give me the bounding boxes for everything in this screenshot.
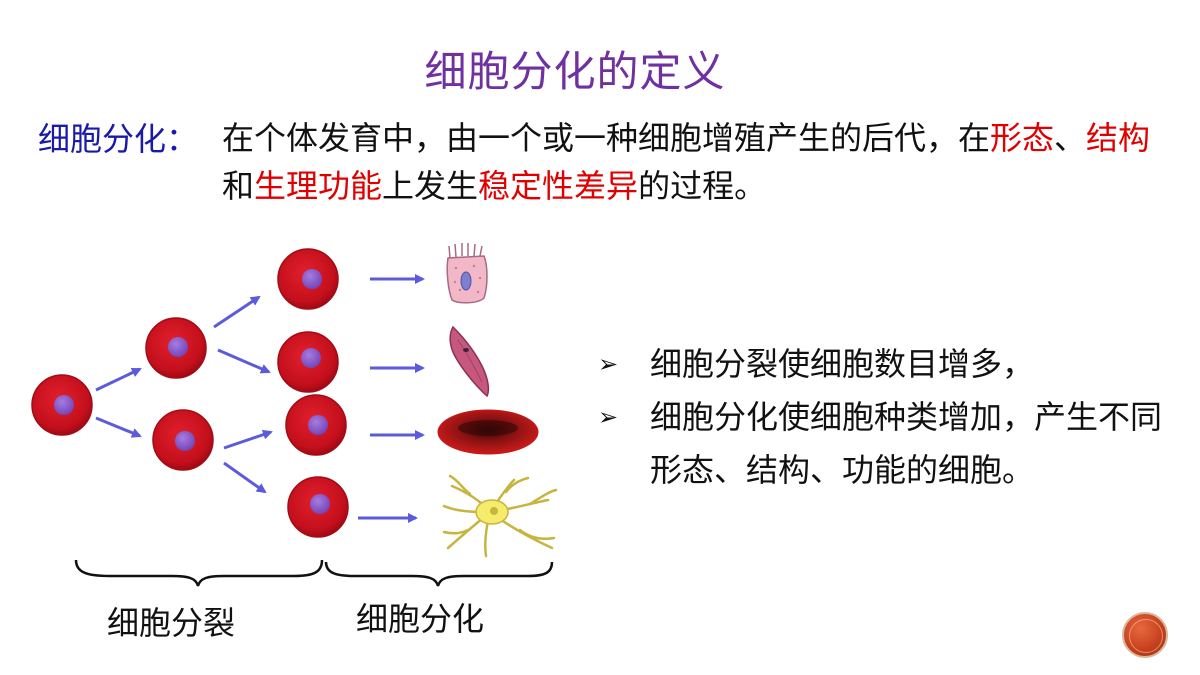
arrowhead-bullet-icon: ➢	[598, 350, 619, 378]
epithelial-cell-icon	[446, 243, 488, 304]
definition-part: 和	[222, 167, 255, 205]
arrow-icon	[217, 348, 271, 374]
arrow-icon	[223, 461, 267, 494]
nucleus-icon	[168, 337, 188, 357]
definition-part: 的过程。	[638, 167, 767, 205]
cell-stage-2-lower	[152, 409, 214, 471]
slide-title: 细胞分化的定义	[424, 47, 726, 96]
neuron-body	[475, 499, 509, 525]
bullet-item: ➢ 细胞分化使细胞种类增加，产生不同形态、结构、功能的细胞。	[598, 391, 1178, 497]
cell-stage-3-c	[285, 394, 347, 456]
bullet-text: 细胞分化使细胞种类增加，产生不同形态、结构、功能的细胞。	[650, 398, 1163, 489]
arrows	[95, 274, 425, 523]
bullet-text: 细胞分裂使细胞数目增多，	[650, 345, 1035, 383]
nucleus-icon	[310, 494, 330, 514]
cell-stage-2-upper	[145, 317, 207, 379]
differentiation-brace	[324, 561, 554, 587]
definition-part: 、	[1054, 119, 1087, 157]
term-label: 细胞分化：	[38, 120, 199, 158]
label-cell-differentiation: 细胞分化	[356, 600, 485, 638]
arrow-icon	[95, 367, 142, 392]
division-brace	[74, 559, 324, 587]
red-blood-cell-icon	[437, 409, 539, 455]
next-slide-button[interactable]	[1122, 612, 1168, 658]
nucleus-icon	[175, 431, 195, 451]
arrowhead-bullet-icon: ➢	[598, 403, 619, 431]
arrow-icon	[223, 429, 273, 450]
cell-stage-3-b	[277, 331, 339, 393]
highlight-shape: 形态	[990, 119, 1055, 157]
bullet-item: ➢ 细胞分裂使细胞数目增多，	[598, 338, 1178, 391]
muscle-cell-icon	[449, 325, 490, 398]
cell-stage-1	[31, 374, 93, 436]
nucleus-icon	[302, 269, 322, 289]
summary-bullets: ➢ 细胞分裂使细胞数目增多， ➢ 细胞分化使细胞种类增加，产生不同形态、结构、功…	[598, 338, 1178, 497]
nucleus-icon	[301, 348, 321, 368]
arrow-icon	[213, 295, 261, 329]
cell-stage-3-d	[287, 476, 349, 538]
nucleus-icon	[308, 415, 328, 435]
definition-text: 在个体发育中，由一个或一种细胞增殖产生的后代，在形态、结构和生理功能上发生稳定性…	[222, 114, 1182, 210]
label-cell-division: 细胞分裂	[107, 604, 236, 642]
arrow-icon	[95, 416, 142, 438]
definition-part: 在个体发育中，由一个或一种细胞增殖产生的后代，在	[222, 119, 991, 157]
highlight-structure: 结构	[1086, 119, 1151, 157]
highlight-stable-difference: 稳定性差异	[478, 167, 639, 205]
nucleus-icon	[54, 395, 74, 415]
definition-part: 上发生	[382, 167, 479, 205]
cell-stage-3-a	[277, 248, 339, 310]
highlight-function: 生理功能	[254, 167, 383, 205]
